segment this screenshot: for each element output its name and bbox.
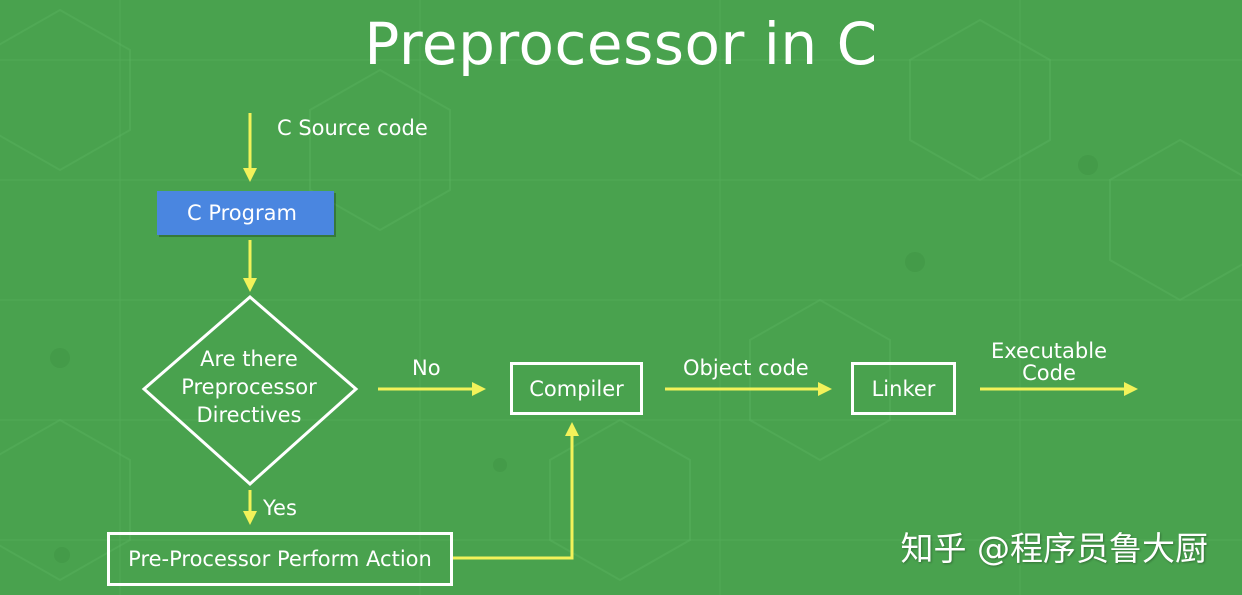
decision-text: Are there Preprocessor Directives	[150, 345, 348, 429]
c-program-box: C Program	[157, 191, 334, 235]
yes-label: Yes	[263, 496, 297, 520]
decision-diamond	[141, 295, 359, 487]
page-title: Preprocessor in C	[364, 10, 878, 78]
executable-code-label: Executable Code	[976, 340, 1122, 384]
source-code-label: C Source code	[277, 116, 428, 140]
decision-line-3: Directives	[196, 403, 302, 427]
linker-box: Linker	[851, 362, 956, 415]
preprocessor-action-box: Pre-Processor Perform Action	[107, 532, 453, 586]
arrow-preprocessor-to-compiler	[453, 434, 574, 560]
no-label: No	[412, 356, 441, 380]
executable-line-2: Code	[1022, 361, 1076, 385]
object-code-label: Object code	[683, 356, 809, 380]
compiler-box: Compiler	[510, 362, 643, 415]
decision-line-1: Are there	[200, 347, 298, 371]
decision-line-2: Preprocessor	[181, 375, 317, 399]
watermark: 知乎 @程序员鲁大厨	[900, 529, 1209, 568]
executable-line-1: Executable	[990, 339, 1107, 363]
